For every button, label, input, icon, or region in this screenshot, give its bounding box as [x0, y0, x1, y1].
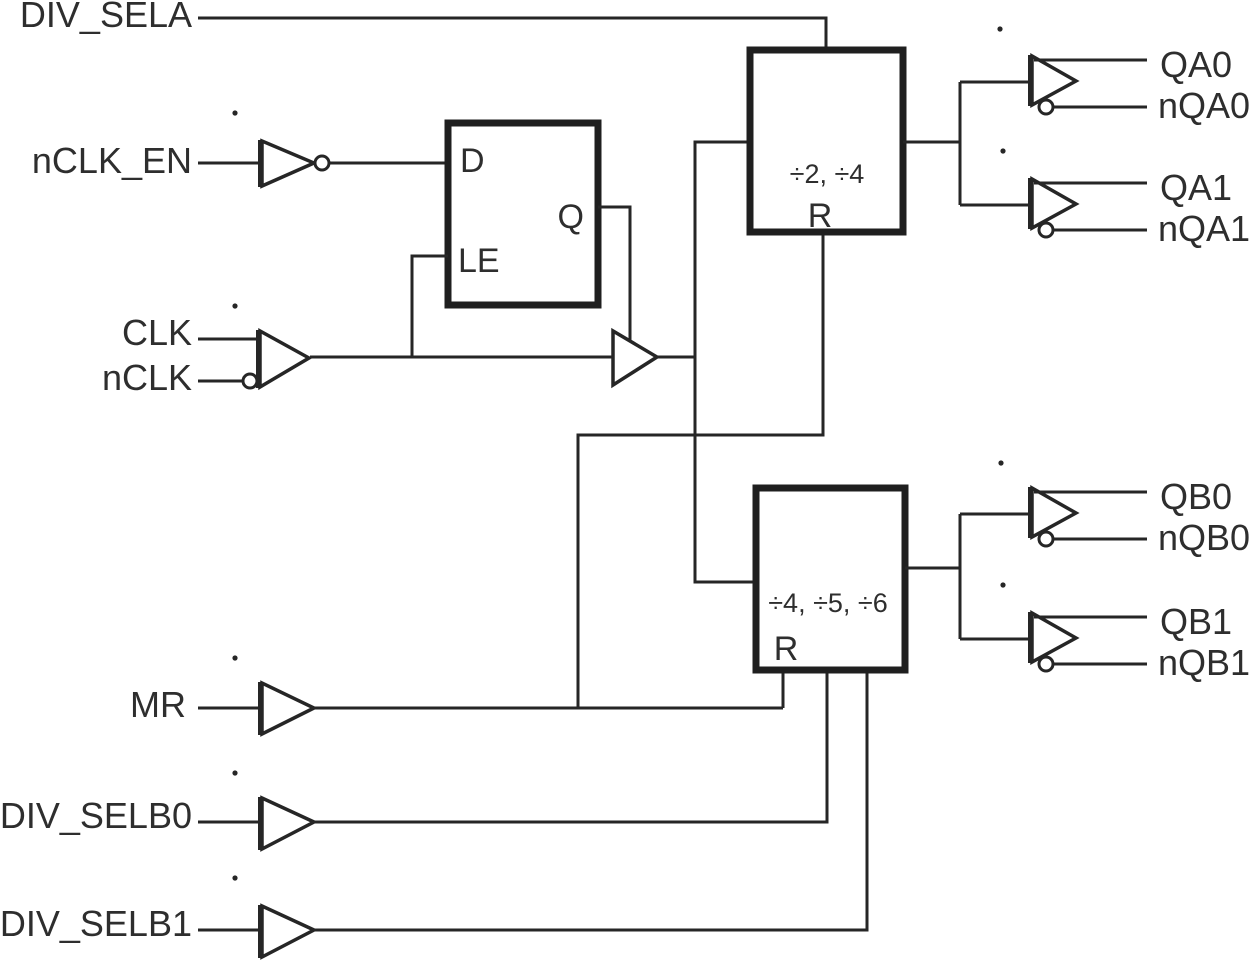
- annotation-dot: [232, 303, 238, 309]
- input-div-selb1: DIV_SELB1: [0, 668, 869, 960]
- nclk-bubble-icon: [241, 372, 259, 390]
- clock-enable-latch: D Q LE: [410, 119, 632, 357]
- wire-le: [410, 254, 448, 357]
- qa0-label: QA0: [1160, 44, 1232, 85]
- wire-mr-to-divider-a-reset: [576, 232, 825, 708]
- nqa0-label: nQA0: [1158, 85, 1250, 126]
- nqb0-bubble-icon: [1037, 530, 1055, 548]
- wire-divider-a-output-fanout: [903, 80, 1030, 207]
- wire-q: [598, 205, 632, 340]
- mr-label: MR: [130, 684, 186, 725]
- annotation-dot: [1000, 582, 1006, 588]
- wire-div-selb1-to-divider-b: [314, 668, 869, 932]
- nclk-en-label: nCLK_EN: [32, 140, 192, 181]
- divider-b: ÷4, ÷5, ÷6 R: [752, 484, 1030, 674]
- qb0-driver-icon: [1028, 484, 1080, 548]
- clock-gate: [611, 140, 756, 584]
- annotation-dot: [998, 460, 1004, 466]
- div-selb1-label: DIV_SELB1: [0, 903, 192, 944]
- qa0-driver-triangle: [1030, 52, 1080, 108]
- qb1-label: QB1: [1160, 601, 1232, 642]
- inverter-nclk-en-icon: [258, 138, 331, 189]
- div-selb0-buffer-icon: [258, 795, 318, 852]
- nqa1-label: nQA1: [1158, 208, 1250, 249]
- qb0-label: QB0: [1160, 476, 1232, 517]
- wire-div-sela: [198, 16, 828, 47]
- wire-divider-b-output-fanout: [905, 512, 1030, 641]
- divider-a-reset-pin-label: R: [808, 197, 833, 235]
- input-div-sela: DIV_SELA: [20, 0, 828, 47]
- latch-d-pin-label: D: [460, 142, 485, 180]
- input-nclk-en: nCLK_EN: [32, 110, 448, 189]
- latch-block: [444, 119, 602, 309]
- inverter-bubble-icon: [313, 154, 331, 172]
- divider-b-block: [752, 484, 909, 674]
- clk-label: CLK: [122, 312, 192, 353]
- receiver-triangle: [258, 328, 313, 391]
- annotation-dot: [232, 110, 238, 116]
- annotation-dot: [232, 655, 238, 661]
- qb1-driver-icon: [1028, 609, 1080, 673]
- qb0-driver-triangle: [1030, 484, 1080, 540]
- clk-receiver-icon: [241, 328, 313, 391]
- annotation-dot: [232, 770, 238, 776]
- output-qa1: QA1 nQA1: [1000, 148, 1250, 249]
- nqb1-bubble-icon: [1037, 655, 1055, 673]
- qa1-driver-triangle: [1030, 175, 1080, 231]
- input-clk-nclk: CLK nCLK: [102, 303, 612, 398]
- annotation-dot: [232, 875, 238, 881]
- qa1-label: QA1: [1160, 167, 1232, 208]
- divider-a: ÷2, ÷4 R: [746, 46, 1030, 236]
- qa1-driver-icon: [1028, 175, 1080, 239]
- div-selb1-buffer-triangle: [260, 903, 318, 960]
- divider-a-ratios-label: ÷2, ÷4: [790, 159, 865, 189]
- output-qb0: QB0 nQB0: [998, 460, 1250, 558]
- nqa1-bubble-icon: [1037, 221, 1055, 239]
- latch-q-pin-label: Q: [558, 198, 584, 236]
- div-selb0-buffer-triangle: [260, 795, 318, 852]
- output-qa0: QA0 nQA0: [997, 26, 1250, 126]
- div-selb0-label: DIV_SELB0: [0, 795, 192, 836]
- nqb1-label: nQB1: [1158, 642, 1250, 683]
- divider-b-ratios-label: ÷4, ÷5, ÷6: [768, 588, 888, 618]
- qa0-driver-icon: [1028, 52, 1080, 116]
- output-qb1: QB1 nQB1: [1000, 582, 1250, 683]
- annotation-dot: [1000, 148, 1006, 154]
- annotation-dot: [997, 26, 1003, 32]
- latch-le-pin-label: LE: [458, 242, 500, 280]
- wire-clock-trunk: [693, 140, 756, 584]
- div-sela-label: DIV_SELA: [20, 0, 192, 35]
- wire-div-selb0-to-divider-b: [314, 668, 829, 824]
- inverter-triangle: [260, 138, 319, 189]
- qb1-driver-triangle: [1030, 609, 1080, 665]
- nqa0-bubble-icon: [1037, 98, 1055, 116]
- mr-buffer-triangle: [260, 680, 318, 737]
- input-mr: MR: [130, 232, 825, 737]
- nqb0-label: nQB0: [1158, 517, 1250, 558]
- div-selb1-buffer-icon: [258, 903, 318, 960]
- nclk-label: nCLK: [102, 357, 192, 398]
- input-div-selb0: DIV_SELB0: [0, 668, 829, 852]
- divider-b-reset-pin-label: R: [774, 630, 799, 668]
- mr-buffer-icon: [258, 680, 318, 737]
- clock-gate-buffer-icon: [611, 327, 661, 389]
